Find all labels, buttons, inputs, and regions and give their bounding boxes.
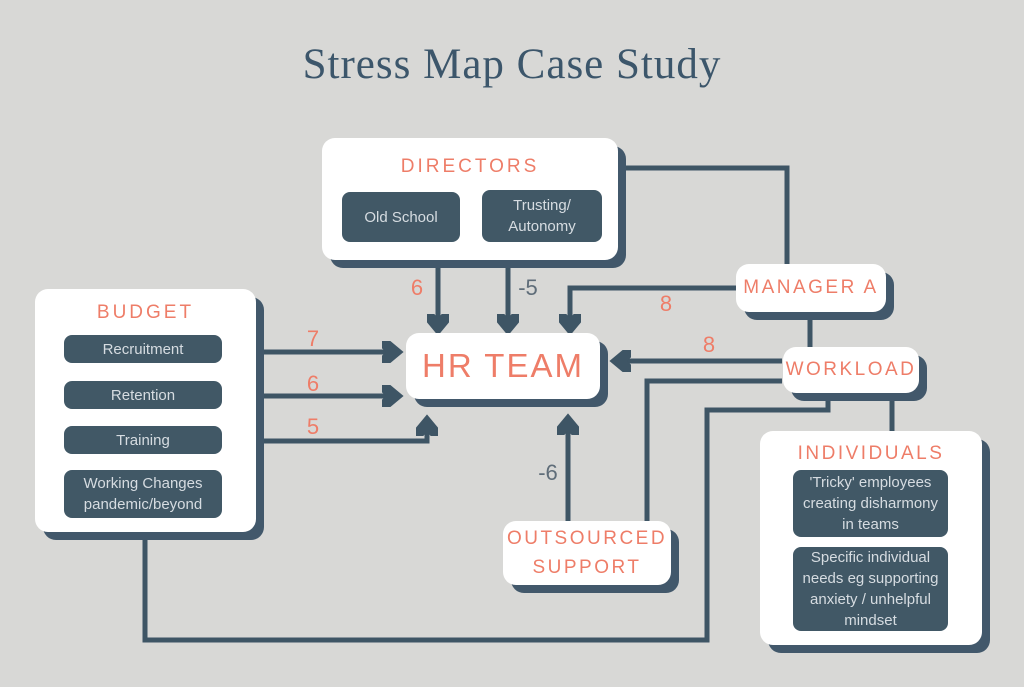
- budget-item-training: Training: [64, 426, 222, 454]
- individuals-item-tricky-employees: 'Tricky' employees creating disharmony i…: [793, 470, 948, 537]
- node-directors-title: DIRECTORS: [400, 156, 540, 177]
- edge-workload-to-budget: [142, 393, 831, 643]
- edge-budget-to-hrteam-5: [255, 423, 427, 444]
- edge-label-budget-7: 7: [306, 326, 320, 351]
- edge-workload-to-outsourced: [644, 378, 782, 523]
- budget-item-working-changes: Working Changes pandemic/beyond: [64, 470, 222, 518]
- node-workload-title: WORKLOAD: [785, 359, 917, 381]
- directors-item-old-school: Old School: [342, 192, 460, 242]
- node-manager-a: MANAGER A: [736, 264, 886, 312]
- directors-item-trusting-autonomy: Trusting/ Autonomy: [482, 190, 602, 242]
- edge-label-managera-8: 8: [659, 291, 673, 316]
- edge-label-budget-6: 6: [306, 371, 320, 396]
- edge-managera-to-hrteam-8: [570, 285, 737, 327]
- page-title: Stress Map Case Study: [302, 41, 722, 88]
- edge-label-directors-6: 6: [410, 275, 424, 300]
- budget-item-retention: Retention: [64, 381, 222, 409]
- budget-item-recruitment: Recruitment: [64, 335, 222, 363]
- node-outsourced-support: OUTSOURCED SUPPORT: [503, 521, 671, 585]
- edge-label-budget-5: 5: [306, 414, 320, 439]
- node-workload: WORKLOAD: [783, 347, 919, 393]
- node-budget-title: BUDGET: [96, 302, 195, 323]
- node-hr-team: HR TEAM: [406, 333, 600, 399]
- edge-directors-to-managera: [617, 165, 790, 266]
- node-hr-team-title: HR TEAM: [422, 347, 584, 384]
- node-directors: DIRECTORS Old School Trusting/ Autonomy: [322, 138, 618, 260]
- node-individuals: INDIVIDUALS 'Tricky' employees creating …: [760, 431, 982, 645]
- edge-label-workload-8: 8: [702, 332, 716, 357]
- node-manager-a-title: MANAGER A: [743, 277, 879, 299]
- node-budget: BUDGET Recruitment Retention Training Wo…: [35, 289, 256, 532]
- edge-label-outsourced-neg6: -6: [538, 460, 558, 485]
- edge-label-directors-neg5: -5: [518, 275, 538, 300]
- individuals-item-specific-needs: Specific individual needs eg supporting …: [793, 547, 948, 631]
- node-individuals-title: INDIVIDUALS: [797, 443, 945, 464]
- node-outsourced-support-title: OUTSOURCED SUPPORT: [506, 527, 668, 578]
